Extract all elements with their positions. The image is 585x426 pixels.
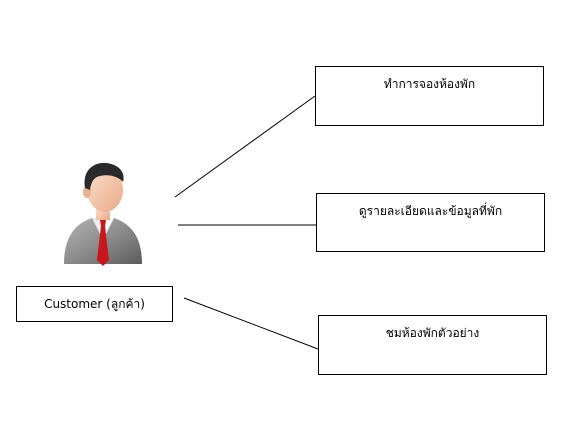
actor-label-box: Customer (ลูกค้า) (16, 286, 173, 322)
use-case-label: ดูรายละเอียดและข้อมูลที่พัก (358, 204, 503, 218)
use-case-sample-room: ชมห้องพักตัวอย่าง (318, 315, 547, 375)
use-case-view-details: ดูรายละเอียดและข้อมูลที่พัก (316, 193, 545, 252)
use-case-label: ชมห้องพักตัวอย่าง (385, 326, 480, 340)
association-line-sample-room (183, 297, 319, 350)
use-case-label: ทำการจองห้องพัก (383, 77, 476, 91)
association-line-book-room (174, 95, 316, 198)
actor-label: Customer (ลูกค้า) (44, 297, 145, 311)
person-icon (64, 162, 142, 266)
use-case-book-room: ทำการจองห้องพัก (315, 66, 544, 126)
